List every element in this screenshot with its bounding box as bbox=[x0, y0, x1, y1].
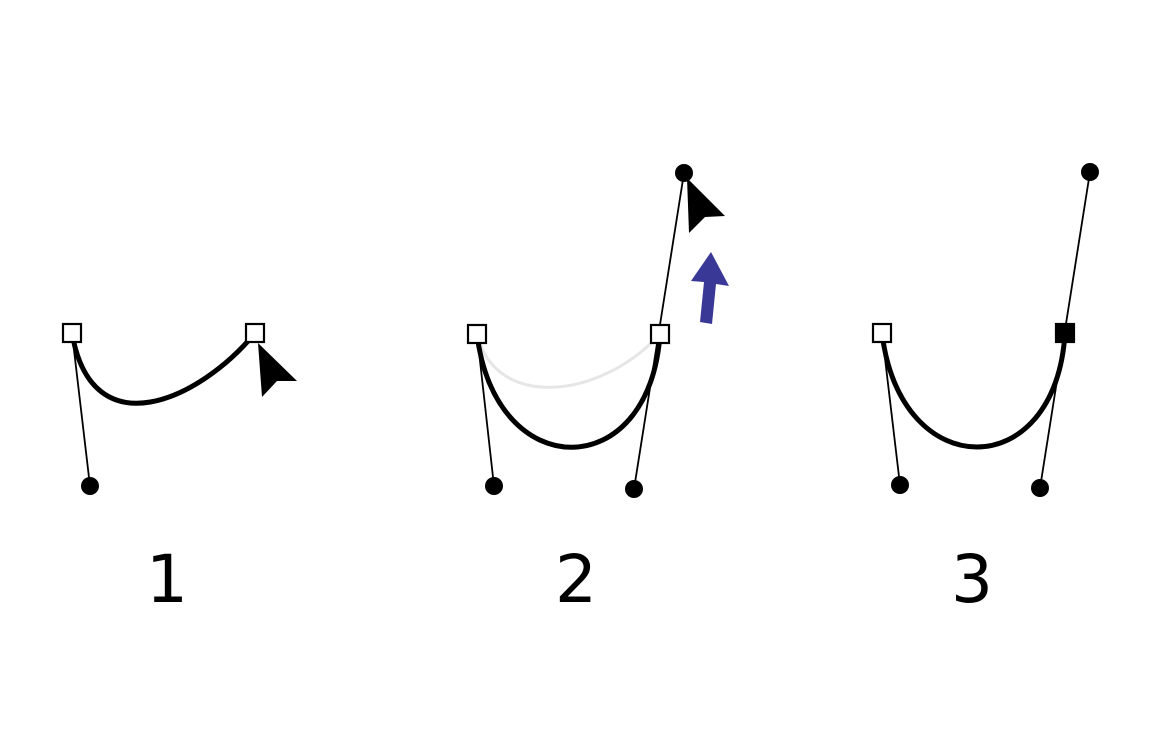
step-1-handle-line-left bbox=[71, 332, 91, 487]
step-2-label: 2 bbox=[555, 541, 597, 618]
step-3-curve bbox=[879, 330, 1068, 450]
step-2-arrow-cursor-icon bbox=[687, 178, 725, 233]
step-3-panel: 3 bbox=[871, 163, 1099, 618]
step-1-anchor-right bbox=[244, 322, 266, 344]
step-3-handle-point-top bbox=[1081, 163, 1099, 181]
step-2-handle-point-right bbox=[625, 480, 643, 498]
step-2-panel: 2 bbox=[466, 164, 729, 618]
step-3-label: 3 bbox=[951, 541, 993, 618]
step-2-curve bbox=[474, 331, 663, 450]
step-2-handle-point-left bbox=[485, 477, 503, 495]
step-1-panel: 1 bbox=[61, 322, 297, 618]
step-1-arrow-cursor-icon bbox=[258, 343, 297, 397]
step-2-handle-point-top bbox=[675, 164, 693, 182]
step-3-anchor-left bbox=[871, 322, 893, 344]
step-1-anchor-left bbox=[61, 322, 83, 344]
step-2-up-arrow-icon bbox=[691, 252, 729, 324]
step-1-label: 1 bbox=[146, 541, 188, 618]
step-2-ghost-curve bbox=[475, 332, 662, 389]
step-2-anchor-left bbox=[466, 323, 488, 345]
step-1-handle-point-left bbox=[81, 477, 99, 495]
step-2-anchor-right bbox=[649, 323, 671, 345]
step-3-handle-point-right bbox=[1031, 479, 1049, 497]
step-3-handle-point-left bbox=[891, 476, 909, 494]
step-1-curve bbox=[69, 330, 258, 406]
step-3-anchor-right-selected bbox=[1054, 322, 1076, 344]
